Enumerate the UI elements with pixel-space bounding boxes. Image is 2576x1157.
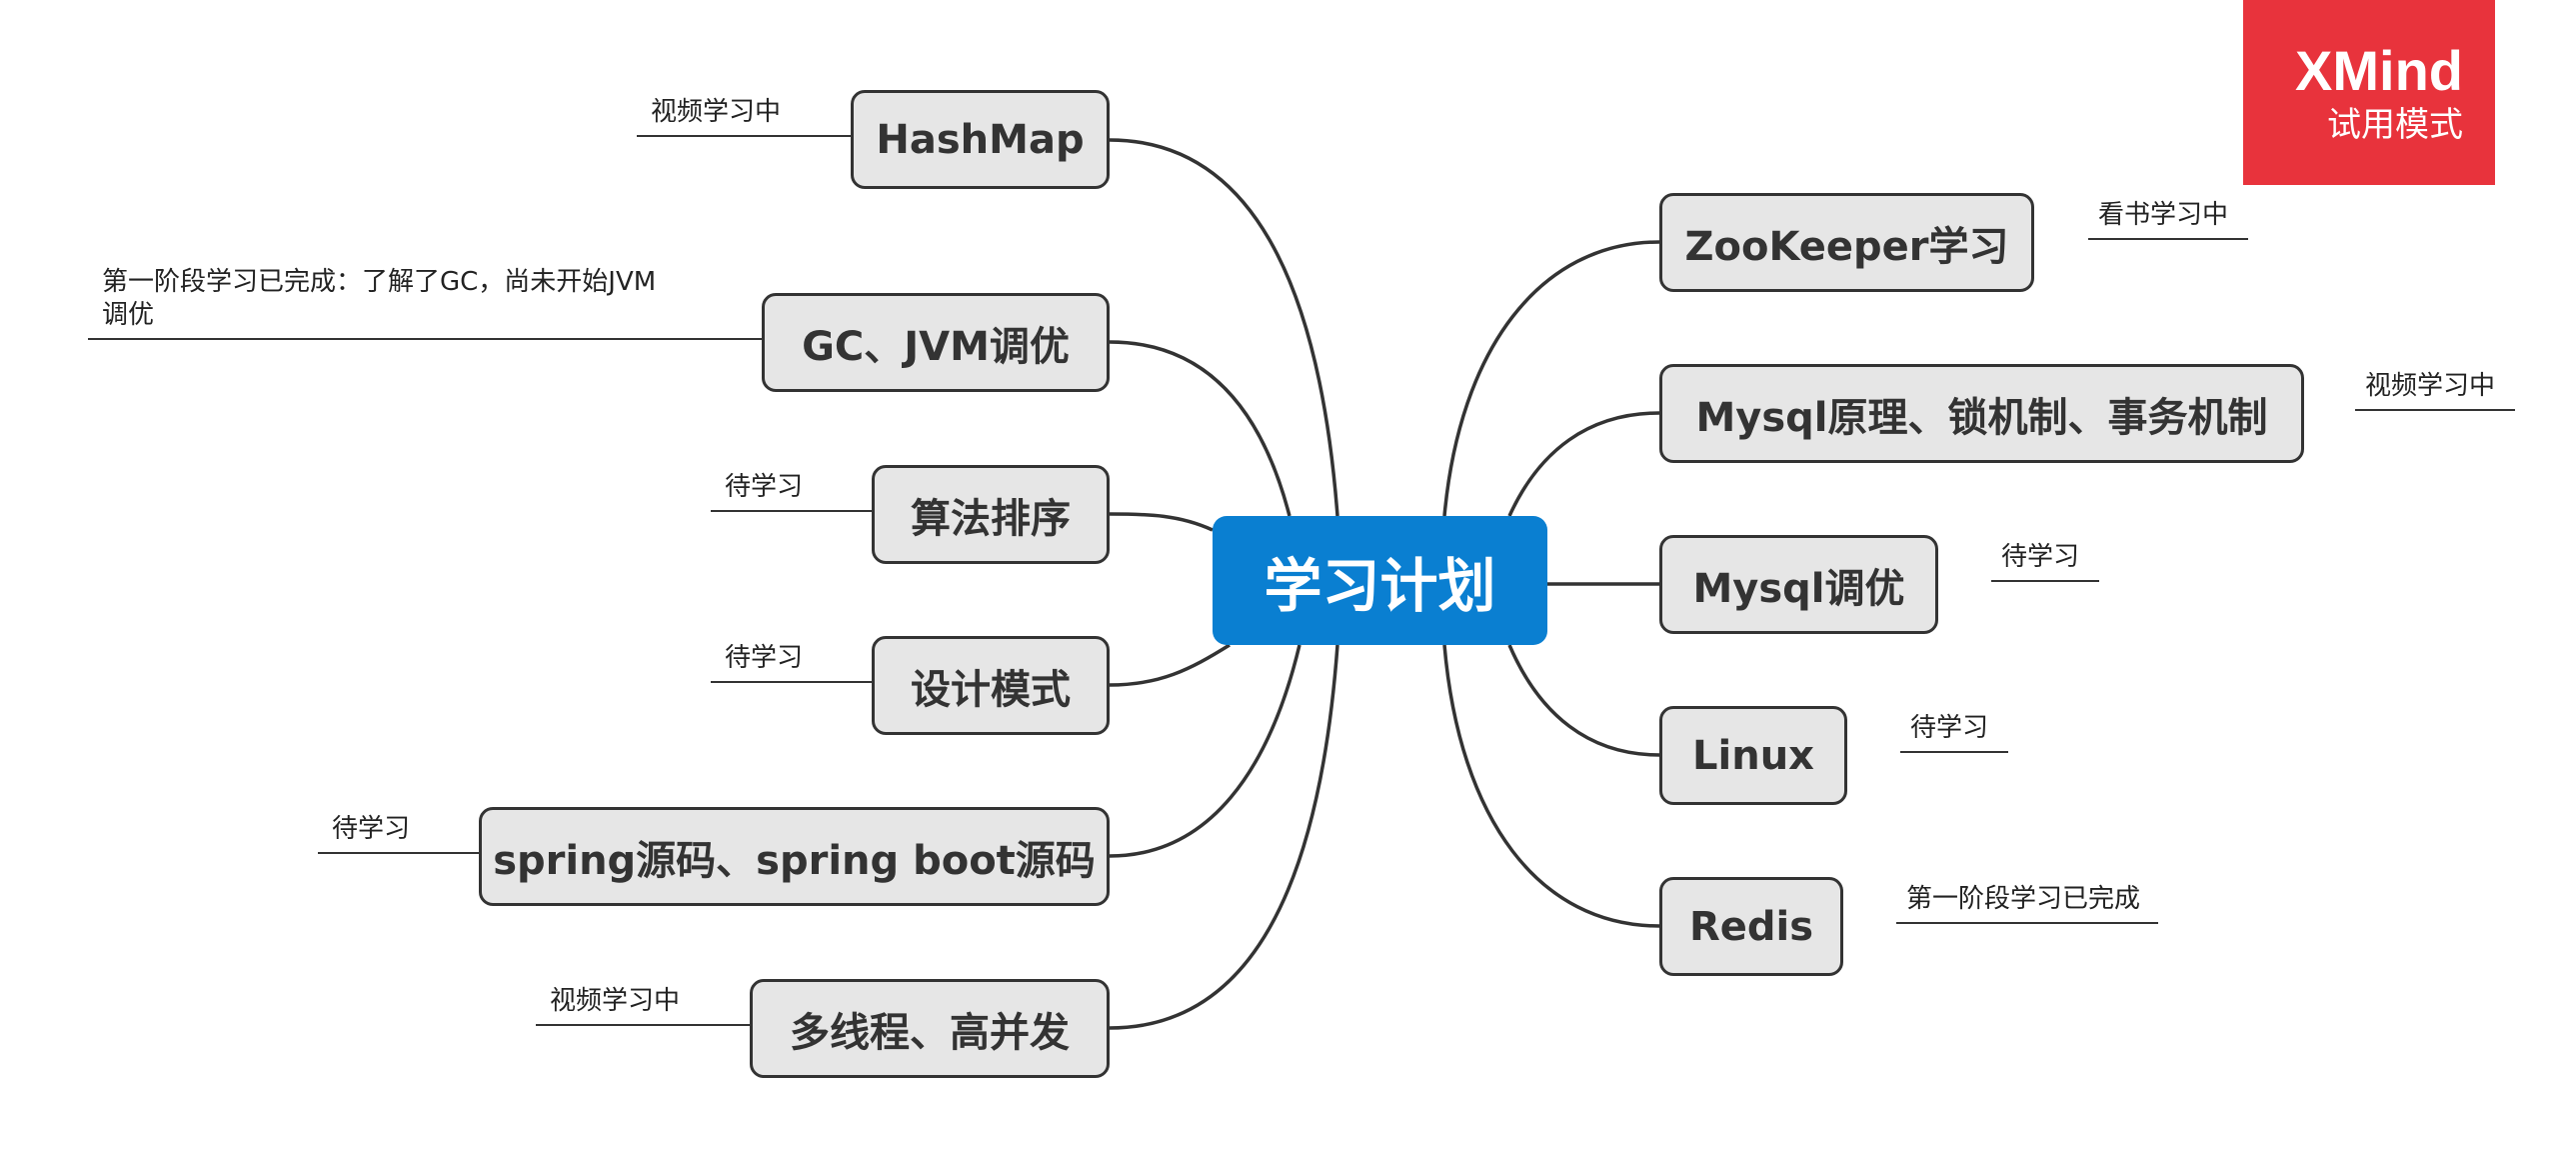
note-gc-jvm: 第一阶段学习已完成：了解了GC，尚未开始JVM调优	[88, 266, 762, 340]
note-mysql-principle: 视频学习中	[2355, 370, 2515, 411]
topic-zookeeper[interactable]: ZooKeeper学习	[1659, 193, 2034, 292]
note-spring: 待学习	[318, 813, 479, 854]
topic-mysql-tuning[interactable]: Mysql调优	[1659, 535, 1938, 634]
note-design-pattern: 待学习	[711, 642, 872, 683]
note-algorithm: 待学习	[711, 471, 872, 512]
connector-zookeeper	[1442, 240, 1660, 517]
note-concurrency: 视频学习中	[536, 985, 750, 1026]
note-linux: 待学习	[1900, 712, 2008, 753]
topic-redis[interactable]: Redis	[1659, 877, 1843, 976]
note-mysql-tuning: 待学习	[1991, 541, 2099, 582]
root-topic[interactable]: 学习计划	[1213, 516, 1547, 645]
connector-algorithm	[1109, 512, 1214, 532]
note-hashmap: 视频学习中	[637, 96, 851, 137]
connector-concurrency	[1109, 644, 1339, 1030]
topic-design-pattern[interactable]: 设计模式	[872, 636, 1110, 735]
topic-hashmap[interactable]: HashMap	[851, 90, 1110, 189]
connector-mysql-principle	[1507, 411, 1660, 517]
topic-mysql-principle[interactable]: Mysql原理、锁机制、事务机制	[1659, 364, 2304, 463]
topic-algorithm[interactable]: 算法排序	[872, 465, 1110, 564]
connector-gc-jvm	[1109, 340, 1291, 517]
note-redis: 第一阶段学习已完成	[1896, 883, 2158, 924]
connector-hashmap	[1109, 138, 1339, 517]
trial-mode-label: 试用模式	[2327, 104, 2463, 145]
brand-logo-text: XMind	[2295, 38, 2463, 102]
topic-concurrency[interactable]: 多线程、高并发	[750, 979, 1110, 1078]
topic-spring[interactable]: spring源码、spring boot源码	[479, 807, 1110, 906]
topic-linux[interactable]: Linux	[1659, 706, 1847, 805]
connector-linux	[1507, 644, 1660, 757]
connector-design-pattern	[1109, 643, 1231, 687]
connector-spring	[1109, 644, 1301, 858]
trial-badge[interactable]: XMind 试用模式	[2243, 0, 2495, 185]
note-zookeeper: 看书学习中	[2088, 199, 2248, 240]
topic-gc-jvm[interactable]: GC、JVM调优	[762, 293, 1110, 392]
connector-redis	[1442, 644, 1660, 928]
